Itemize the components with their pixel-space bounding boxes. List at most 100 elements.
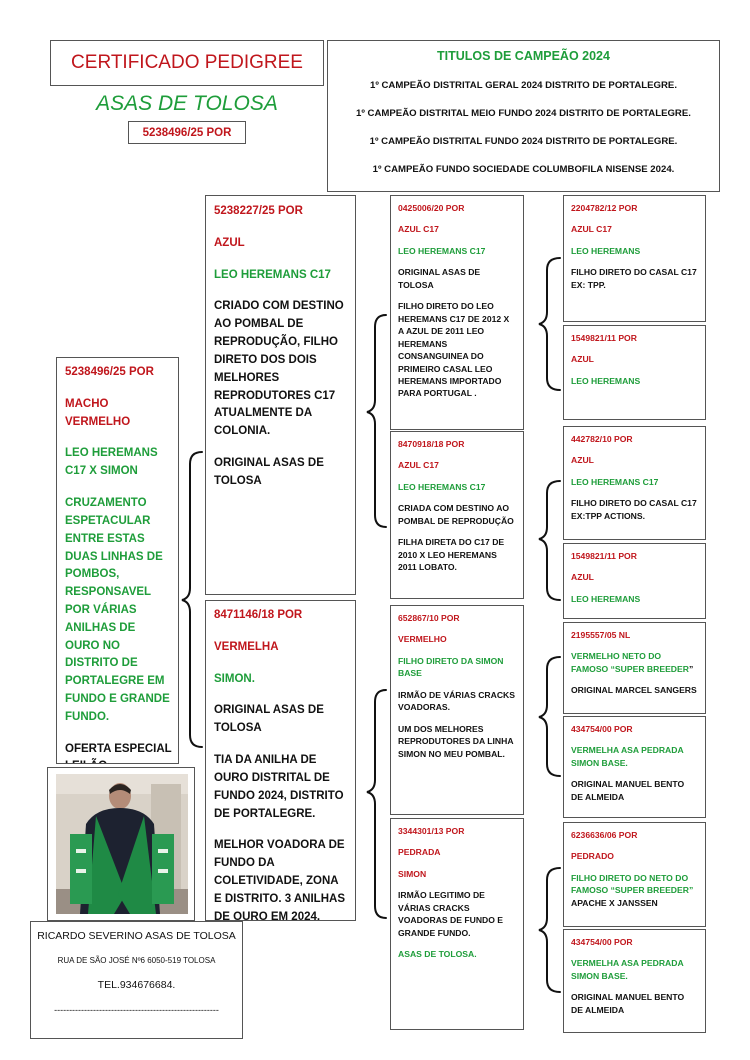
- gp4-line: SIMON: [398, 868, 516, 880]
- bracket-gp2: [539, 481, 560, 600]
- gp2-notes-destination: CRIADA COM DESTINO AO POMBAL DE REPRODUÇ…: [398, 502, 516, 527]
- ggp1-card: 2204782/12 POR AZUL C17 LEO HEREMANS FIL…: [563, 195, 706, 322]
- bracket-sire: [367, 315, 386, 527]
- gp1-origin: ORIGINAL ASAS DE TOLOSA: [398, 266, 516, 291]
- subject-ring-badge-text: 5238496/25 POR: [143, 127, 232, 139]
- gp4-origin: ASAS DE TOLOSA.: [398, 948, 516, 960]
- gp1-color: AZUL C17: [398, 223, 516, 235]
- ggp3-notes: FILHO DIRETO DO CASAL C17 EX:TPP ACTIONS…: [571, 497, 698, 522]
- bracket-subject: [182, 452, 202, 747]
- title-item: 1º CAMPEÃO DISTRITAL FUNDO 2024 DISTRITO…: [328, 136, 719, 147]
- granddam-paternal-card: 8470918/18 POR AZUL C17 LEO HEREMANS C17…: [390, 431, 524, 599]
- sire-card: 5238227/25 POR AZUL LEO HEREMANS C17 CRI…: [205, 195, 356, 595]
- ggp7-line: FILHO DIRETO DO NETO DO FAMOSO “SUPER BR…: [571, 872, 698, 897]
- loft-name: ASAS DE TOLOSA: [50, 92, 324, 116]
- certificate-title: CERTIFICADO PEDIGREE: [71, 52, 303, 74]
- gp1-line: LEO HEREMANS C17: [398, 245, 516, 257]
- breeder-photo-frame: [47, 767, 195, 921]
- ggp5-origin: ORIGINAL MARCEL SANGERS: [571, 684, 698, 696]
- gp3-ring: 652867/10 POR: [398, 612, 516, 624]
- gp2-line: LEO HEREMANS C17: [398, 481, 516, 493]
- dam-notes-performance: MELHOR VOADORA DE FUNDO DA COLETIVIDADE,…: [214, 837, 347, 921]
- ggp2-color: AZUL: [571, 353, 698, 365]
- ggp5-ring: 2195557/05 NL: [571, 629, 698, 641]
- title-item: 1º CAMPEÃO DISTRITAL GERAL 2024 DISTRITO…: [328, 80, 719, 91]
- title-item: 1º CAMPEÃO DISTRITAL MEIO FUNDO 2024 DIS…: [328, 108, 719, 119]
- ggp8-origin: ORIGINAL MANUEL BENTO DE ALMEIDA: [571, 991, 698, 1016]
- ggp3-line: LEO HEREMANS C17: [571, 476, 698, 488]
- grandsire-maternal-card: 652867/10 POR VERMELHO FILHO DIRETO DA S…: [390, 605, 524, 815]
- bracket-dam: [367, 690, 386, 918]
- ggp4-color: AZUL: [571, 571, 698, 583]
- ggp7-ring: 6236636/06 POR: [571, 829, 698, 841]
- dam-ring: 8471146/18 POR: [214, 607, 347, 625]
- ggp7-card: 6236636/06 POR PEDRADO FILHO DIRETO DO N…: [563, 822, 706, 927]
- ggp8-line: VERMELHA ASA PEDRADA SIMON BASE.: [571, 957, 698, 982]
- contact-phone: TEL.934676684.: [31, 979, 242, 991]
- gp4-color: PEDRADA: [398, 846, 516, 858]
- ggp1-notes: FILHO DIRETO DO CASAL C17 EX: TPP.: [571, 266, 698, 291]
- gp2-color: AZUL C17: [398, 459, 516, 471]
- sire-ring: 5238227/25 POR: [214, 203, 347, 221]
- ggp5-line: VERMELHO NETO DO FAMOSO “SUPER BREEDER”: [571, 650, 698, 675]
- sire-line: LEO HEREMANS C17: [214, 267, 347, 285]
- bracket-gp1: [539, 258, 560, 390]
- sire-color: AZUL: [214, 235, 347, 253]
- certificate-title-box: CERTIFICADO PEDIGREE: [50, 40, 324, 86]
- sire-notes: CRIADO COM DESTINO AO POMBAL DE REPRODUÇ…: [214, 298, 347, 441]
- ggp6-ring: 434754/00 POR: [571, 723, 698, 735]
- ggp3-ring: 442782/10 POR: [571, 433, 698, 445]
- breeder-photo: [56, 774, 188, 914]
- ggp7-color: PEDRADO: [571, 850, 698, 862]
- bracket-gp4: [539, 868, 560, 992]
- dam-card: 8471146/18 POR VERMELHA SIMON. ORIGINAL …: [205, 600, 356, 921]
- gp2-notes-parents: FILHA DIRETA DO C17 DE 2010 X LEO HEREMA…: [398, 536, 516, 573]
- ggp2-ring: 1549821/11 POR: [571, 332, 698, 344]
- ggp2-line: LEO HEREMANS: [571, 375, 698, 387]
- ggp1-ring: 2204782/12 POR: [571, 202, 698, 214]
- contact-rule: ----------------------------------------…: [31, 1005, 242, 1015]
- sire-origin: ORIGINAL ASAS DE TOLOSA: [214, 455, 347, 491]
- ggp5-line-text: VERMELHO NETO DO FAMOSO “SUPER BREEDER: [571, 651, 689, 673]
- contact-address: RUA DE SÃO JOSÉ Nº6 6050-519 TOLOSA: [31, 956, 242, 965]
- subject-sex-color: MACHO VERMELHO: [65, 396, 172, 432]
- ggp2-card: 1549821/11 POR AZUL LEO HEREMANS: [563, 325, 706, 420]
- subject-ring: 5238496/25 POR: [65, 364, 172, 382]
- dam-line: SIMON.: [214, 671, 347, 689]
- ggp3-card: 442782/10 POR AZUL LEO HEREMANS C17 FILH…: [563, 426, 706, 540]
- gp4-notes: IRMÃO LEGITIMO DE VÁRIAS CRACKS VOADORAS…: [398, 889, 516, 939]
- ggp5-card: 2195557/05 NL VERMELHO NETO DO FAMOSO “S…: [563, 622, 706, 714]
- granddam-maternal-card: 3344301/13 POR PEDRADA SIMON IRMÃO LEGIT…: [390, 818, 524, 1030]
- ggp4-line: LEO HEREMANS: [571, 593, 698, 605]
- ggp1-color: AZUL C17: [571, 223, 698, 235]
- ggp7-notes: APACHE X JANSSEN: [571, 897, 698, 909]
- gp4-ring: 3344301/13 POR: [398, 825, 516, 837]
- gp3-line: FILHO DIRETO DA SIMON BASE: [398, 655, 516, 680]
- dam-color: VERMELHA: [214, 639, 347, 657]
- dam-origin: ORIGINAL ASAS DE TOLOSA: [214, 702, 347, 738]
- dam-notes-champion: TIA DA ANILHA DE OURO DISTRITAL DE FUNDO…: [214, 752, 347, 823]
- titles-heading: TITULOS DE CAMPEÃO 2024: [328, 49, 719, 63]
- subject-description: CRUZAMENTO ESPETACULAR ENTRE ESTAS DUAS …: [65, 495, 172, 727]
- ggp4-ring: 1549821/11 POR: [571, 550, 698, 562]
- champion-titles-box: TITULOS DE CAMPEÃO 2024 1º CAMPEÃO DISTR…: [327, 40, 720, 192]
- gp1-notes: FILHO DIRETO DO LEO HEREMANS C17 DE 2012…: [398, 300, 516, 400]
- ggp6-line: VERMELHA ASA PEDRADA SIMON BASE.: [571, 744, 698, 769]
- gp3-notes-siblings: IRMÃO DE VÁRIAS CRACKS VOADORAS.: [398, 689, 516, 714]
- ggp6-origin: ORIGINAL MANUEL BENTO DE ALMEIDA: [571, 778, 698, 803]
- subject-ring-badge: 5238496/25 POR: [128, 121, 246, 144]
- ggp6-card: 434754/00 POR VERMELHA ASA PEDRADA SIMON…: [563, 716, 706, 818]
- contact-card: RICARDO SEVERINO ASAS DE TOLOSA RUA DE S…: [30, 921, 243, 1039]
- gp3-notes-breeder: UM DOS MELHORES REPRODUTORES DA LINHA SI…: [398, 723, 516, 760]
- ggp1-line: LEO HEREMANS: [571, 245, 698, 257]
- gp1-ring: 0425006/20 POR: [398, 202, 516, 214]
- contact-name: RICARDO SEVERINO ASAS DE TOLOSA: [31, 930, 242, 942]
- gp2-ring: 8470918/18 POR: [398, 438, 516, 450]
- gp3-color: VERMELHO: [398, 633, 516, 645]
- ggp5-line-quote: ”: [689, 664, 693, 674]
- grandsire-paternal-card: 0425006/20 POR AZUL C17 LEO HEREMANS C17…: [390, 195, 524, 430]
- subject-lineage: LEO HEREMANS C17 X SIMON: [65, 445, 172, 481]
- title-item: 1º CAMPEÃO FUNDO SOCIEDADE COLUMBOFILA N…: [328, 164, 719, 175]
- ggp4-card: 1549821/11 POR AZUL LEO HEREMANS: [563, 543, 706, 619]
- bracket-gp3: [539, 657, 560, 776]
